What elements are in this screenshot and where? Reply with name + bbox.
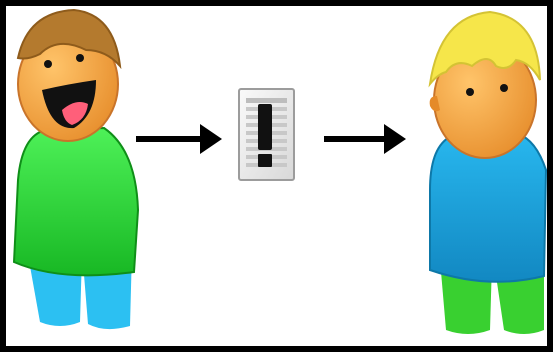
document-exclamation-icon	[239, 89, 294, 180]
neutral-person-icon	[430, 12, 546, 334]
